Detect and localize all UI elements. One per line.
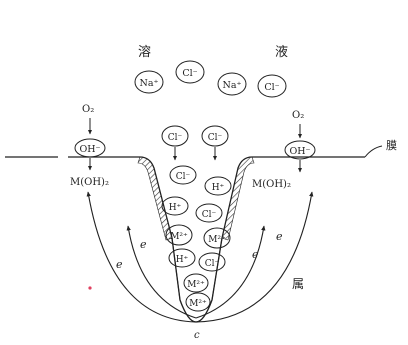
- svg-text:H⁺: H⁺: [169, 203, 182, 213]
- solution-label-left: 溶: [138, 45, 151, 60]
- electron-label-1: e: [116, 258, 123, 271]
- electron-label-4: e: [276, 230, 283, 243]
- svg-text:Cl⁻: Cl⁻: [182, 68, 197, 79]
- ion-m2-pit-4: M²⁺: [185, 292, 211, 312]
- svg-text:OH⁻: OH⁻: [79, 144, 100, 155]
- ion-cl-mouth-right: Cl⁻: [201, 125, 229, 147]
- film-label: 膜: [386, 139, 397, 152]
- svg-text:M²⁺: M²⁺: [208, 235, 226, 245]
- svg-text:Cl⁻: Cl⁻: [202, 210, 217, 220]
- svg-text:OH⁻: OH⁻: [289, 146, 310, 157]
- ion-cl-pit-1: Cl⁻: [169, 165, 197, 185]
- o2-right: O₂: [292, 110, 304, 121]
- svg-text:M²⁺: M²⁺: [189, 299, 207, 309]
- hydroxide-left: M(OH)₂: [70, 177, 109, 188]
- ion-cl-pit-2: Cl⁻: [195, 203, 223, 223]
- ion-h-pit-2: H⁺: [161, 196, 189, 216]
- ion-na-2: Na⁺: [217, 72, 247, 96]
- svg-text:Cl⁻: Cl⁻: [176, 172, 191, 182]
- electron-label-3: e: [252, 248, 259, 261]
- svg-text:Cl⁻: Cl⁻: [264, 82, 279, 93]
- svg-text:Cl⁻: Cl⁻: [208, 133, 223, 143]
- ion-cl-mouth-left: Cl⁻: [161, 125, 189, 147]
- svg-text:H⁺: H⁺: [212, 183, 225, 193]
- electron-current-arcs: [86, 191, 314, 323]
- svg-text:M²⁺: M²⁺: [187, 280, 205, 290]
- ion-cl-pit-3: Cl⁻: [198, 252, 226, 272]
- ion-h-pit-3: H⁺: [168, 248, 196, 268]
- o2-left: O₂: [82, 104, 94, 115]
- metal-label: 属: [292, 277, 304, 291]
- svg-text:M²⁺: M²⁺: [170, 232, 188, 242]
- ion-na-1: Na⁺: [134, 70, 164, 94]
- svg-text:H⁺: H⁺: [176, 255, 189, 265]
- svg-text:Na⁺: Na⁺: [223, 80, 242, 91]
- ion-m2-pit-1: M²⁺: [165, 224, 193, 246]
- stray-dot: [88, 286, 92, 290]
- pit-film-left: [137, 156, 173, 241]
- hydroxide-right: M(OH)₂: [252, 179, 291, 190]
- ion-cl-top-right: Cl⁻: [257, 74, 287, 98]
- anode-label: c: [194, 330, 200, 341]
- electron-label-2: e: [140, 238, 147, 251]
- solution-label-right: 液: [275, 45, 288, 60]
- ion-cl-top: Cl⁻: [175, 60, 205, 84]
- ion-oh-left: OH⁻: [74, 138, 106, 158]
- ion-oh-right: OH⁻: [284, 140, 316, 160]
- svg-text:Na⁺: Na⁺: [140, 78, 159, 89]
- ion-m2-pit-3: M²⁺: [183, 273, 209, 293]
- svg-text:Cl⁻: Cl⁻: [205, 259, 220, 269]
- ion-h-pit-1: H⁺: [204, 176, 232, 196]
- ion-m2-pit-2: M²⁺: [203, 227, 231, 249]
- film-callout-line: [364, 145, 383, 158]
- svg-text:Cl⁻: Cl⁻: [168, 133, 183, 143]
- pit-film-right: [221, 156, 255, 241]
